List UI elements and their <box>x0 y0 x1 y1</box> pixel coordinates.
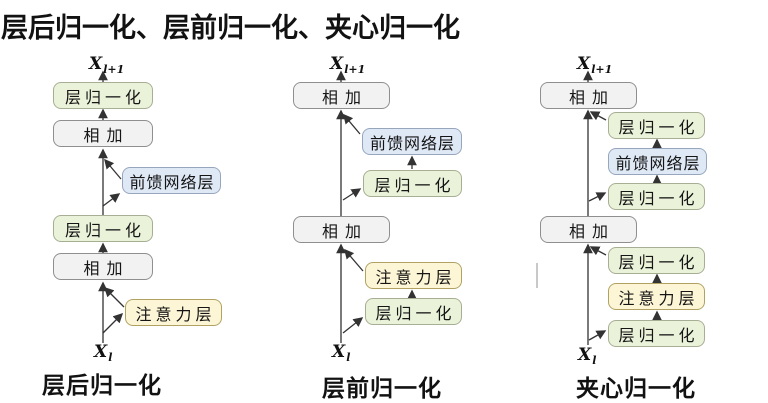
node-add: 相加 <box>53 253 153 280</box>
node-layer-norm: 层归一化 <box>608 183 705 210</box>
output-label: Xl+1 <box>577 54 613 76</box>
node-add: 相加 <box>540 82 637 109</box>
output-label-base: X <box>577 54 591 74</box>
column-caption-post-ln: 层后归一化 <box>42 372 162 399</box>
node-layer-norm: 层归一化 <box>608 320 705 347</box>
input-label-base: X <box>94 342 108 362</box>
node-feed-forward: 前馈网络层 <box>122 167 221 194</box>
node-add: 相加 <box>53 120 153 147</box>
output-label-sub: l+1 <box>591 63 613 76</box>
input-label-sub: l <box>346 351 351 364</box>
node-attention: 注意力层 <box>125 299 222 326</box>
output-label-base: X <box>330 54 344 74</box>
output-label-base: X <box>89 54 103 74</box>
node-layer-norm: 层归一化 <box>53 82 153 109</box>
column-caption-pre-ln: 层前归一化 <box>322 375 442 402</box>
page-title: 层后归一化、层前归一化、夹心归一化 <box>1 13 460 44</box>
node-feed-forward: 前馈网络层 <box>362 128 462 155</box>
input-label: Xl <box>332 342 351 364</box>
output-label: Xl+1 <box>89 54 125 76</box>
node-add: 相加 <box>540 216 637 243</box>
input-label: Xl <box>94 342 113 364</box>
input-label-sub: l <box>108 351 113 364</box>
node-feed-forward: 前馈网络层 <box>608 148 707 175</box>
input-label-sub: l <box>592 354 597 367</box>
node-attention: 注意力层 <box>608 283 705 310</box>
node-layer-norm: 层归一化 <box>363 170 462 197</box>
node-add: 相加 <box>293 216 390 243</box>
node-attention: 注意力层 <box>365 262 462 289</box>
node-layer-norm: 层归一化 <box>365 298 462 325</box>
node-layer-norm: 层归一化 <box>608 247 705 274</box>
node-layer-norm: 层归一化 <box>608 112 705 139</box>
node-add: 相加 <box>293 82 390 109</box>
output-label-sub: l+1 <box>103 63 125 76</box>
input-label-base: X <box>332 342 346 362</box>
node-layer-norm: 层归一化 <box>53 215 153 242</box>
stray-caret-artifact <box>536 263 538 288</box>
input-label-base: X <box>578 345 592 365</box>
output-label-sub: l+1 <box>344 63 366 76</box>
output-label: Xl+1 <box>330 54 366 76</box>
column-caption-sandwich: 夹心归一化 <box>576 375 696 402</box>
input-label: Xl <box>578 345 597 367</box>
